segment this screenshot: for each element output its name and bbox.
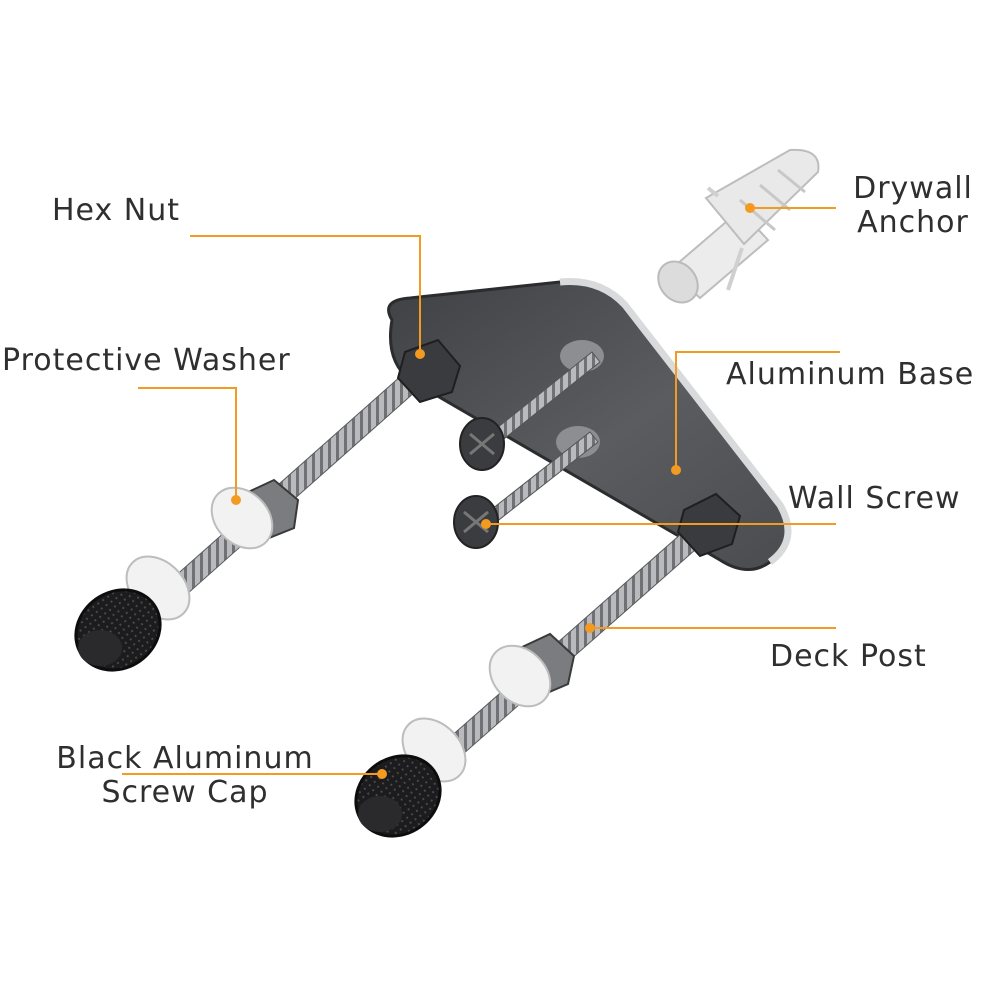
screw-cap-left: [74, 588, 162, 672]
protective-washer-left: [210, 486, 274, 550]
leader-lines: [122, 207, 840, 775]
label-wall-screw: Wall Screw: [788, 481, 961, 516]
hex-nut-top-left: [396, 338, 462, 404]
label-hex-nut: Hex Nut: [52, 193, 180, 228]
deck-post-left: [74, 338, 462, 672]
label-protective-washer: Protective Washer: [2, 343, 291, 378]
deck-post-right: [354, 492, 742, 838]
screw-cap-right: [354, 754, 442, 838]
leader-aluminum-base: [675, 351, 840, 468]
leader-hex-nut: [190, 235, 421, 352]
label-black-aluminum-screw-cap: Black Aluminum Screw Cap: [56, 741, 314, 810]
wall-screw-upper: [459, 351, 601, 471]
label-deck-post: Deck Post: [770, 639, 927, 674]
wall-screw-lower: [453, 431, 599, 549]
label-aluminum-base: Aluminum Base: [726, 357, 975, 392]
drywall-anchor: [657, 148, 820, 304]
leader-dots: [231, 203, 755, 779]
washer-mid-right: [488, 644, 552, 708]
label-drywall-anchor: Drywall Anchor: [853, 171, 973, 240]
leader-protective-washer: [138, 387, 237, 498]
